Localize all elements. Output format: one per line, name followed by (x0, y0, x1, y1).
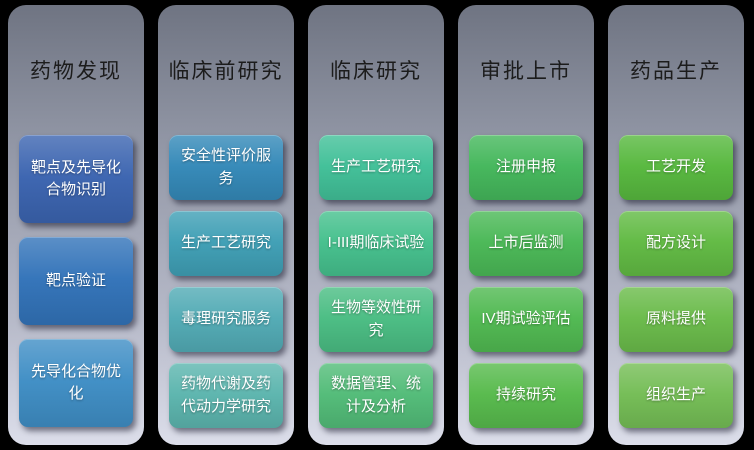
stage-item-list: 生产工艺研究 I-III期临床试验 生物等效性研究 数据管理、统计及分析 (319, 135, 433, 428)
stage-item: 靶点及先导化合物识别 (19, 135, 133, 223)
stage-title: 审批上市 (480, 60, 572, 83)
stage-item: 组织生产 (619, 363, 733, 428)
stage-item: 配方设计 (619, 211, 733, 276)
stage-column-clinical-research: 临床研究 生产工艺研究 I-III期临床试验 生物等效性研究 数据管理、统计及分… (308, 5, 444, 445)
stage-item: 上市后监测 (469, 211, 583, 276)
stage-item: 毒理研究服务 (169, 287, 283, 352)
stage-item: 原料提供 (619, 287, 733, 352)
stage-item: 注册申报 (469, 135, 583, 200)
stage-column-preclinical-research: 临床前研究 安全性评价服务 生产工艺研究 毒理研究服务 药物代谢及药代动力学研究 (158, 5, 294, 445)
stage-column-drug-production: 药品生产 工艺开发 配方设计 原料提供 组织生产 (608, 5, 744, 445)
stage-item: 药物代谢及药代动力学研究 (169, 363, 283, 428)
stage-item: 持续研究 (469, 363, 583, 428)
stage-item: 先导化合物优化 (19, 339, 133, 427)
stage-item: I-III期临床试验 (319, 211, 433, 276)
stage-item: 生物等效性研究 (319, 287, 433, 352)
stage-title: 药物发现 (30, 60, 122, 83)
stage-item-list: 注册申报 上市后监测 IV期试验评估 持续研究 (469, 135, 583, 428)
stage-item: 生产工艺研究 (169, 211, 283, 276)
stage-item: 数据管理、统计及分析 (319, 363, 433, 428)
stage-item-list: 靶点及先导化合物识别 靶点验证 先导化合物优化 (19, 135, 133, 427)
stage-item: IV期试验评估 (469, 287, 583, 352)
stage-title: 药品生产 (630, 60, 722, 83)
stage-title: 临床前研究 (168, 60, 284, 83)
stage-item: 安全性评价服务 (169, 135, 283, 200)
stage-item: 工艺开发 (619, 135, 733, 200)
stage-item-list: 工艺开发 配方设计 原料提供 组织生产 (619, 135, 733, 428)
stage-item: 靶点验证 (19, 237, 133, 325)
stage-column-approval-launch: 审批上市 注册申报 上市后监测 IV期试验评估 持续研究 (458, 5, 594, 445)
stage-item: 生产工艺研究 (319, 135, 433, 200)
stage-column-drug-discovery: 药物发现 靶点及先导化合物识别 靶点验证 先导化合物优化 (8, 5, 144, 445)
stage-title: 临床研究 (330, 60, 422, 83)
stage-item-list: 安全性评价服务 生产工艺研究 毒理研究服务 药物代谢及药代动力学研究 (169, 135, 283, 428)
